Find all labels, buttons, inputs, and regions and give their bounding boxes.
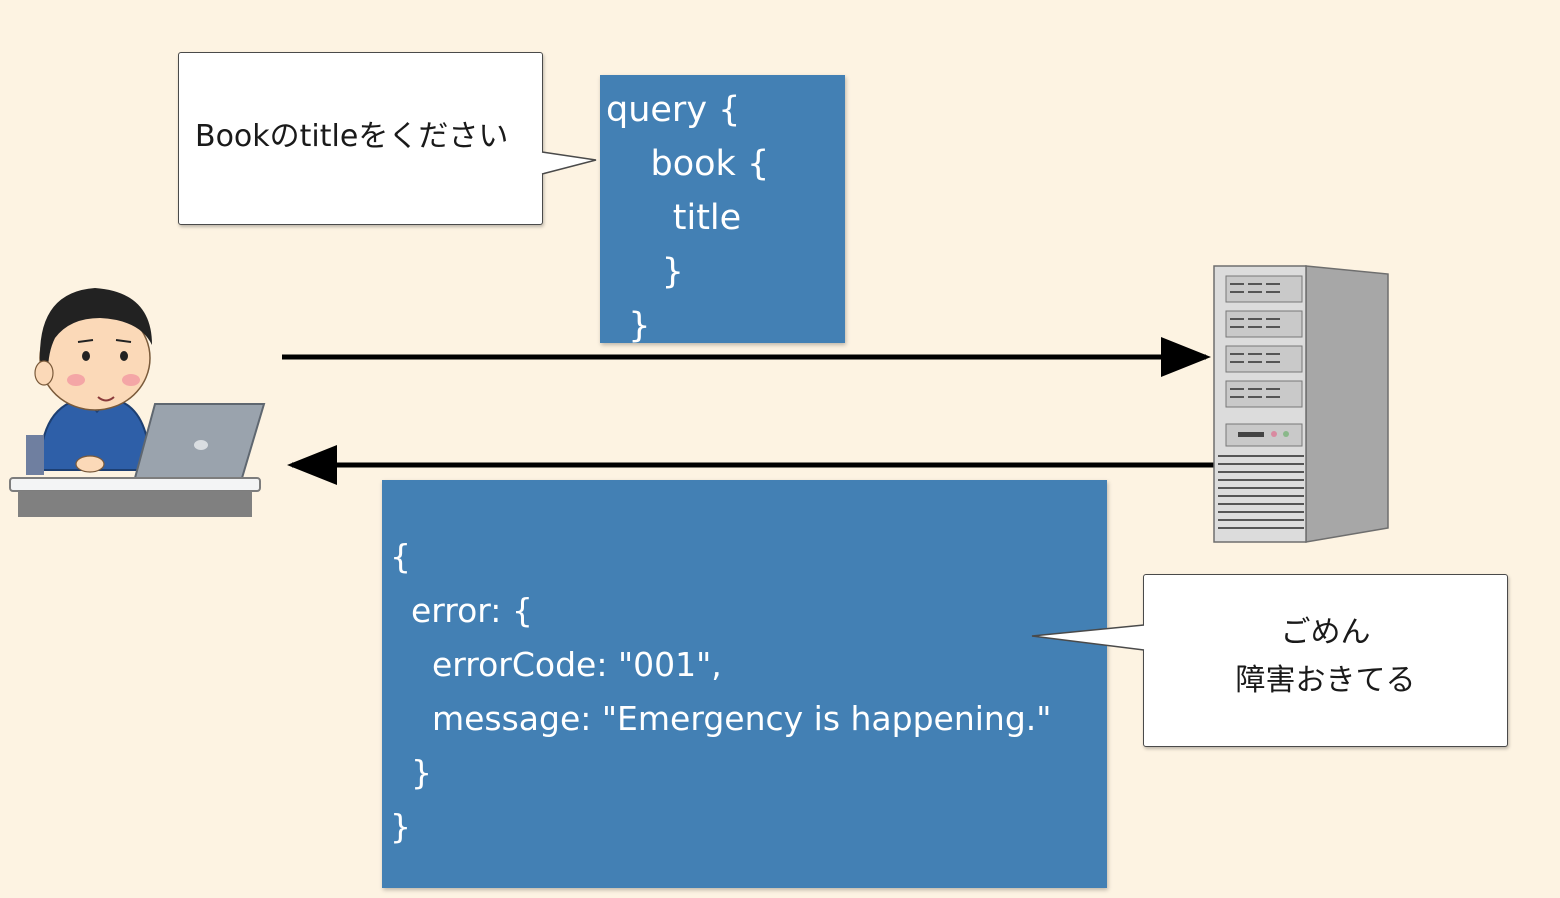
server-tower-icon bbox=[1213, 265, 1389, 543]
query-line: } bbox=[606, 306, 651, 346]
response-bubble-line1: ごめん bbox=[1280, 615, 1371, 650]
response-line: errorCode: "001", bbox=[390, 645, 722, 684]
query-line: title bbox=[606, 198, 742, 238]
response-line: { bbox=[390, 537, 411, 576]
response-line: } bbox=[390, 807, 411, 846]
error-response-box: { error: { errorCode: "001", message: "E… bbox=[382, 480, 1107, 888]
query-line: } bbox=[606, 252, 684, 292]
request-speech-bubble: Bookのtitleをください bbox=[178, 52, 543, 225]
response-bubble-line2: 障害おきてる bbox=[1235, 663, 1416, 698]
query-line: query { bbox=[606, 90, 741, 130]
graphql-query-box: query { book { title } } bbox=[600, 75, 845, 346]
person-at-laptop-icon bbox=[9, 288, 266, 517]
response-line: error: { bbox=[390, 591, 533, 630]
response-line: message: "Emergency is happening." bbox=[390, 699, 1052, 738]
response-speech-bubble: ごめん 障害おきてる bbox=[1143, 574, 1508, 747]
response-line: } bbox=[390, 753, 432, 792]
query-line: book { bbox=[606, 144, 770, 184]
request-bubble-text: Bookのtitleをください bbox=[195, 119, 509, 154]
